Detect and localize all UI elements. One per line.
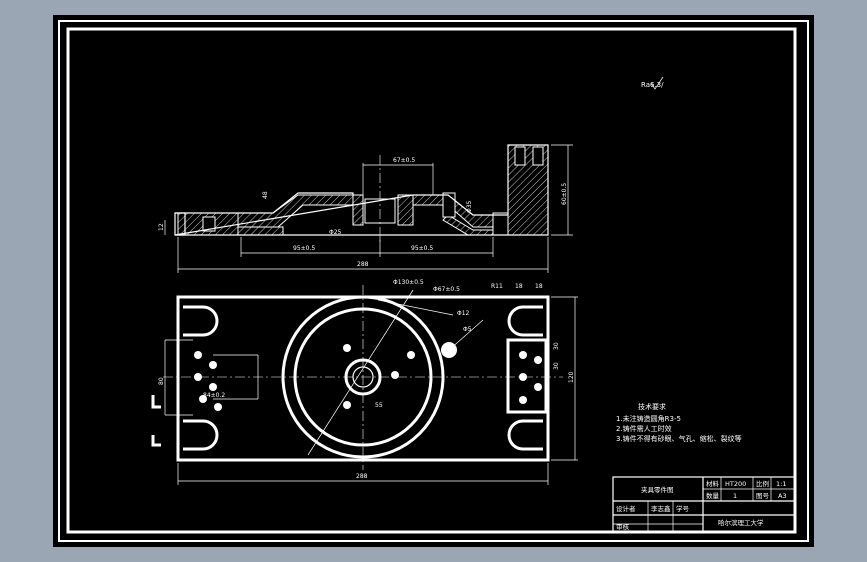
scale-label: 比例	[756, 479, 769, 488]
qty-label: 数量	[706, 491, 720, 500]
dim-left-small: 84±0.2	[203, 392, 225, 399]
dim-step: 48	[262, 191, 269, 199]
drawing-viewport[interactable]: Ra6.3/ 67±0.5	[53, 15, 814, 547]
dim-overall-plan: 288	[356, 473, 368, 480]
material-label: 材料	[706, 479, 720, 488]
dim-height-right: 60±0.5	[561, 183, 568, 205]
dim-right-span: 95±0.5	[411, 245, 433, 252]
dim-right-total: 120	[568, 371, 575, 383]
material-value: HT200	[725, 480, 746, 488]
checker-label: 审核	[616, 522, 630, 531]
qty-value: 1	[733, 492, 737, 500]
tech-notes-title: 技术要求	[638, 402, 666, 411]
dim-thickness-left: 12	[158, 223, 165, 231]
dim-slot-r: R11	[491, 283, 503, 290]
tech-notes: 技术要求 1.未注铸造圆角R3-5 2.铸件需人工时效 3.铸件不得有砂眼、气孔…	[616, 402, 742, 443]
part-name: 夹具零件图	[641, 485, 674, 494]
dim-right-h1: 30	[553, 342, 560, 350]
plan-view: Φ130±0.5 Φ67±0.5 R11 18 18 Φ12 Φ5 55 80 …	[151, 279, 578, 485]
sheet-label: 图号	[756, 492, 770, 500]
tech-note-1: 1.未注铸造圆角R3-5	[616, 414, 681, 423]
dim-left-span: 95±0.5	[293, 245, 315, 252]
designer-name: 李志鑫	[651, 504, 671, 513]
dim-hole-b: Φ5	[463, 326, 472, 333]
dim-center-gap: 55	[375, 402, 383, 409]
dim-right-h2: 30	[553, 362, 560, 370]
school-name: 哈尔滨理工大学	[718, 518, 764, 527]
inner-border	[66, 27, 797, 534]
dim-inner-dia: Φ67±0.5	[433, 286, 460, 293]
title-block: 夹具零件图 材料 HT200 比例 1:1 数量 1 图号 A3 设计者 李志鑫…	[612, 476, 796, 533]
dim-hole-a: Φ12	[457, 310, 470, 317]
dim-overall-front: 288	[357, 261, 369, 268]
roughness-symbol	[650, 76, 664, 90]
front-section-view: 67±0.5 60±0.5 12 48 Φ25 Φ35 95±0.5 95±0.…	[158, 144, 573, 273]
scale-value: 1:1	[776, 480, 786, 488]
dim-seat: Φ35	[466, 200, 473, 213]
dim-bore: Φ25	[329, 229, 342, 236]
dim-left-height: 80	[158, 377, 165, 385]
outer-border	[58, 20, 809, 542]
tech-note-2: 2.铸件需人工时效	[616, 424, 672, 433]
dim-bolt-circle: Φ130±0.5	[393, 279, 424, 286]
dim-top-width: 67±0.5	[393, 157, 415, 164]
sheet-value: A3	[778, 492, 787, 500]
dim-slot-w2: 18	[535, 283, 543, 290]
tech-note-3: 3.铸件不得有砂眼、气孔、缩松、裂纹等	[616, 434, 742, 443]
cad-drawing: Ra6.3/ 67±0.5	[58, 20, 809, 542]
dim-slot-w1: 18	[515, 283, 523, 290]
student-id-label: 学号	[676, 504, 690, 513]
designer-label: 设计者	[616, 504, 636, 513]
